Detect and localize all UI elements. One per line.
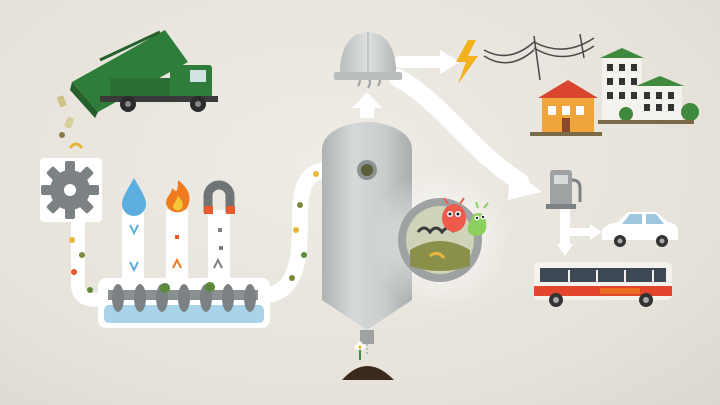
car-icon: [602, 212, 678, 247]
screw-conveyor-icon: [98, 278, 270, 328]
car-arrow-head: [590, 224, 602, 240]
house-icon: [530, 80, 602, 136]
fuel-arrow-head: [508, 168, 542, 200]
process-columns: [122, 210, 230, 288]
gas-dome-icon: [334, 32, 402, 80]
pipe-to-tank: [268, 170, 330, 295]
flower-icon: [355, 342, 366, 361]
gas-to-fuel-arrow: [398, 78, 520, 182]
compost-pile-icon: [342, 344, 394, 380]
bus-icon: [534, 262, 672, 307]
waste-particles: [69, 171, 319, 293]
falling-waste: [56, 95, 82, 148]
fire-icon: [166, 180, 190, 212]
digestion-magnifier: [398, 198, 482, 282]
power-line-icon: [484, 34, 594, 80]
garbage-truck-icon: [70, 30, 218, 118]
water-drop-icon: [122, 178, 146, 216]
bus-arrow-head: [557, 244, 573, 256]
apartment-building-icon: [598, 48, 699, 124]
magnet-icon: [204, 185, 235, 214]
fuel-pump-icon: [546, 170, 580, 209]
gear-crusher-icon: [40, 158, 102, 222]
lightning-icon: [456, 40, 478, 84]
